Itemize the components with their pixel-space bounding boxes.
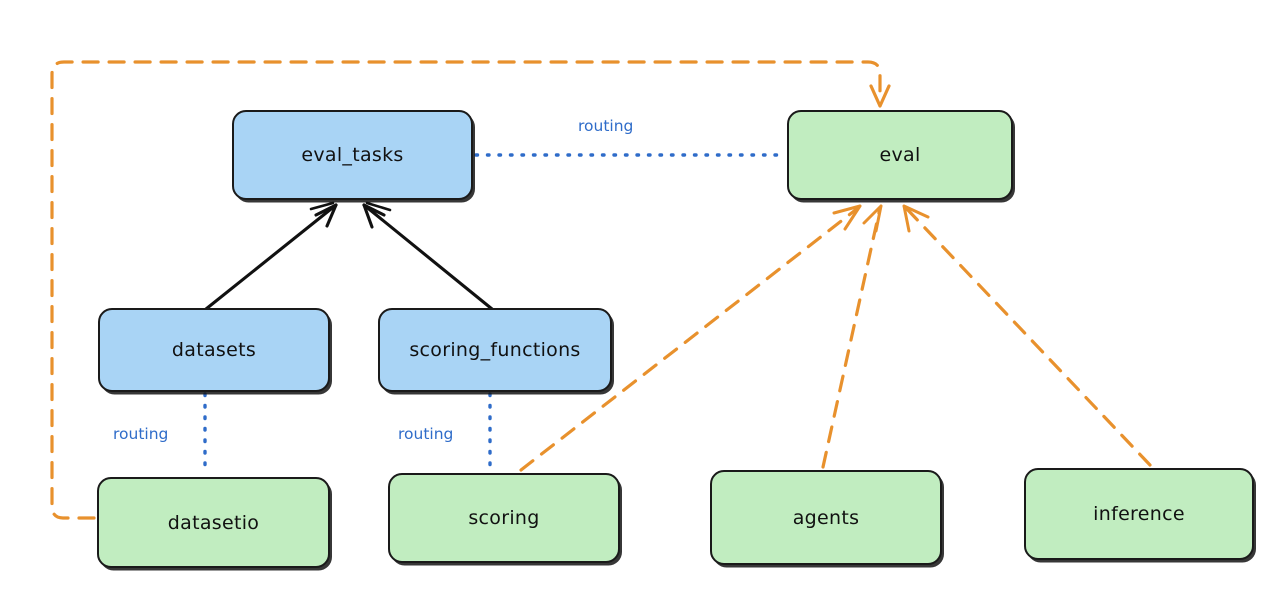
node-label-datasets: datasets [171,339,257,361]
node-label-agents: agents [792,506,860,529]
edge-datasets-to-eval-tasks [204,201,338,311]
node-label-eval-tasks: eval_tasks [301,144,404,166]
edge-datasetio-to-eval [50,60,891,520]
node-eval-tasks[interactable]: eval_tasks [232,110,473,200]
edge-agents-to-eval [821,204,883,469]
node-label-eval: eval [879,144,921,166]
node-label-scoring: scoring [468,507,540,529]
node-datasetio[interactable]: datasetio [97,477,330,568]
edge-scoring-functions-to-eval-tasks [362,201,494,311]
node-eval[interactable]: eval [787,110,1013,200]
node-agents[interactable]: agents [710,470,942,565]
edge-scoring-to-eval [519,204,862,472]
node-scoring[interactable]: scoring [388,473,620,563]
edge-inference-to-eval [902,204,1152,467]
edge-label-routing-datasetio: routing [113,425,169,443]
node-inference[interactable]: inference [1024,468,1254,560]
node-label-scoring-functions: scoring_functions [409,339,581,361]
node-scoring-functions[interactable]: scoring_functions [378,308,612,392]
node-label-inference: inference [1093,503,1185,525]
edge-label-routing-eval: routing [578,117,634,135]
edge-label-routing-scoring: routing [398,425,454,443]
node-label-datasetio: datasetio [167,511,260,534]
node-datasets[interactable]: datasets [98,308,330,392]
